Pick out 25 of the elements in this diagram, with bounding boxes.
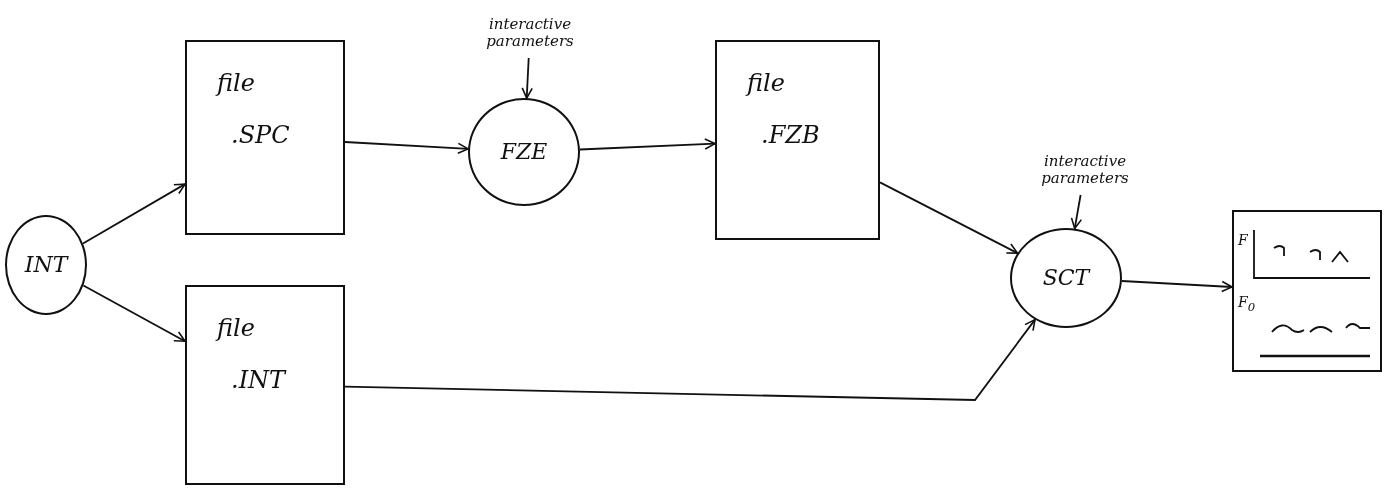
file-box	[715, 40, 880, 240]
file-box	[185, 40, 345, 235]
file-label: .INT	[231, 366, 286, 395]
arrow	[344, 141, 469, 155]
axis-label: F	[1238, 232, 1248, 248]
arrow	[521, 57, 533, 99]
display-screen	[1232, 210, 1382, 372]
arrow	[82, 183, 186, 245]
arrow	[1070, 194, 1083, 230]
process-label: SCT	[1042, 265, 1090, 291]
arrow	[579, 138, 716, 151]
arrow	[879, 181, 1019, 254]
annotation-text: interactive parameters	[485, 15, 575, 51]
process-label: FZE	[500, 139, 548, 165]
file-label: file	[217, 70, 255, 98]
file-label: .SPC	[231, 121, 290, 150]
file-label: file	[747, 70, 785, 98]
annotation-text: interactive parameters	[1040, 152, 1130, 188]
axis-label: F$_{0}$	[1238, 294, 1256, 314]
file-box	[185, 285, 345, 485]
file-label: .FZB	[761, 121, 820, 150]
file-label: file	[217, 315, 255, 343]
arrow	[1121, 280, 1233, 293]
arrow	[344, 318, 1036, 401]
process-label: INT	[24, 252, 68, 278]
